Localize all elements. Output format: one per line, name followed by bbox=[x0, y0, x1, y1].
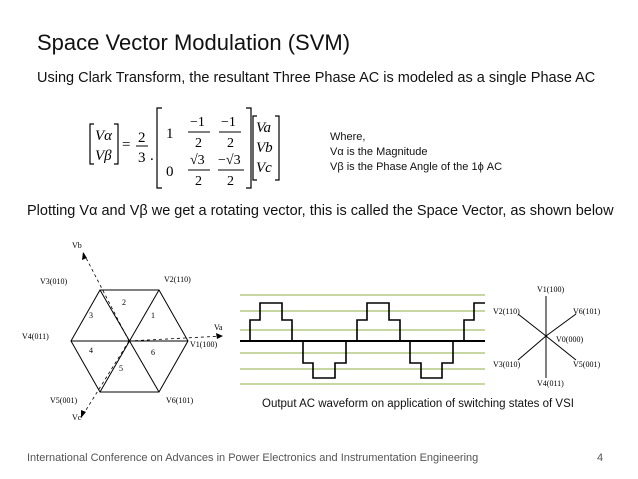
plotting-text: Plotting Vα and Vβ we get a rotating vec… bbox=[27, 203, 614, 219]
switching-states-star: V1(100) V2(110) V6(101) V0(000) V3(010) … bbox=[493, 285, 600, 388]
clark-equation: Vα Vβ = 2 3 . 1 −1 2 −1 2 0 √3 2 −√3 2 V… bbox=[89, 107, 280, 189]
m13-den: 2 bbox=[227, 136, 234, 151]
star-v3: V3(010) bbox=[493, 360, 520, 369]
star-v2: V2(110) bbox=[493, 307, 520, 316]
sector-1: 1 bbox=[151, 311, 155, 320]
star-v5: V5(001) bbox=[573, 360, 600, 369]
star-v0: V0(000) bbox=[556, 335, 583, 344]
sector-4: 4 bbox=[89, 346, 93, 355]
lhs-v-beta: Vβ bbox=[95, 148, 112, 164]
m23-num: −√3 bbox=[218, 153, 241, 168]
m23-den: 2 bbox=[227, 174, 234, 189]
dot-operator: . bbox=[150, 148, 154, 164]
rhs-vb: Vb bbox=[256, 140, 273, 156]
vertex-v2: V2(110) bbox=[164, 275, 191, 284]
fraction-numerator: 2 bbox=[138, 130, 146, 146]
m12-num: −1 bbox=[190, 115, 205, 130]
where-phase-angle: Vβ is the Phase Angle of the 1ϕ AC bbox=[330, 161, 503, 173]
m21: 0 bbox=[166, 164, 174, 180]
output-waveform bbox=[240, 294, 485, 385]
slide-footer: International Conference on Advances in … bbox=[27, 452, 479, 464]
vertex-v6: V6(101) bbox=[166, 396, 193, 405]
vertex-v3: V3(010) bbox=[40, 277, 67, 286]
star-v1: V1(100) bbox=[537, 285, 564, 294]
sector-3: 3 bbox=[89, 311, 93, 320]
sector-6: 6 bbox=[151, 348, 155, 357]
equals-sign: = bbox=[122, 137, 130, 153]
where-notes: Where, Vα is the Magnitude Vβ is the Pha… bbox=[330, 130, 502, 175]
waveform-caption: Output AC waveform on application of swi… bbox=[262, 398, 574, 410]
sector-2: 2 bbox=[122, 298, 126, 307]
slide-title: Space Vector Modulation (SVM) bbox=[37, 30, 351, 55]
m22-den: 2 bbox=[195, 174, 202, 189]
slide-subtitle: Using Clark Transform, the resultant Thr… bbox=[37, 70, 596, 86]
axis-vb-label: Vb bbox=[72, 241, 82, 250]
rhs-va: Va bbox=[256, 120, 271, 136]
space-vector-hexagon: Vb Va Vc V3(010) V2(110) V1(100) V6(101)… bbox=[22, 241, 224, 422]
sector-5: 5 bbox=[119, 364, 123, 373]
m12-den: 2 bbox=[195, 136, 202, 151]
axis-va-label: Va bbox=[214, 323, 223, 332]
star-v6: V6(101) bbox=[573, 307, 600, 316]
vertex-v1: V1(100) bbox=[190, 340, 217, 349]
axis-vc-label: Vc bbox=[72, 413, 82, 422]
vertex-v4: V4(011) bbox=[22, 332, 49, 341]
m22-num: √3 bbox=[190, 153, 205, 168]
fraction-denominator: 3 bbox=[138, 150, 146, 166]
page-number: 4 bbox=[597, 452, 604, 464]
where-heading: Where, bbox=[330, 131, 366, 143]
vertex-v5: V5(001) bbox=[50, 396, 77, 405]
star-v4: V4(011) bbox=[537, 379, 564, 388]
lhs-v-alpha: Vα bbox=[95, 128, 113, 144]
m11: 1 bbox=[166, 126, 174, 142]
where-magnitude: Vα is the Magnitude bbox=[330, 146, 428, 158]
m13-num: −1 bbox=[221, 115, 236, 130]
rhs-vc: Vc bbox=[256, 160, 272, 176]
